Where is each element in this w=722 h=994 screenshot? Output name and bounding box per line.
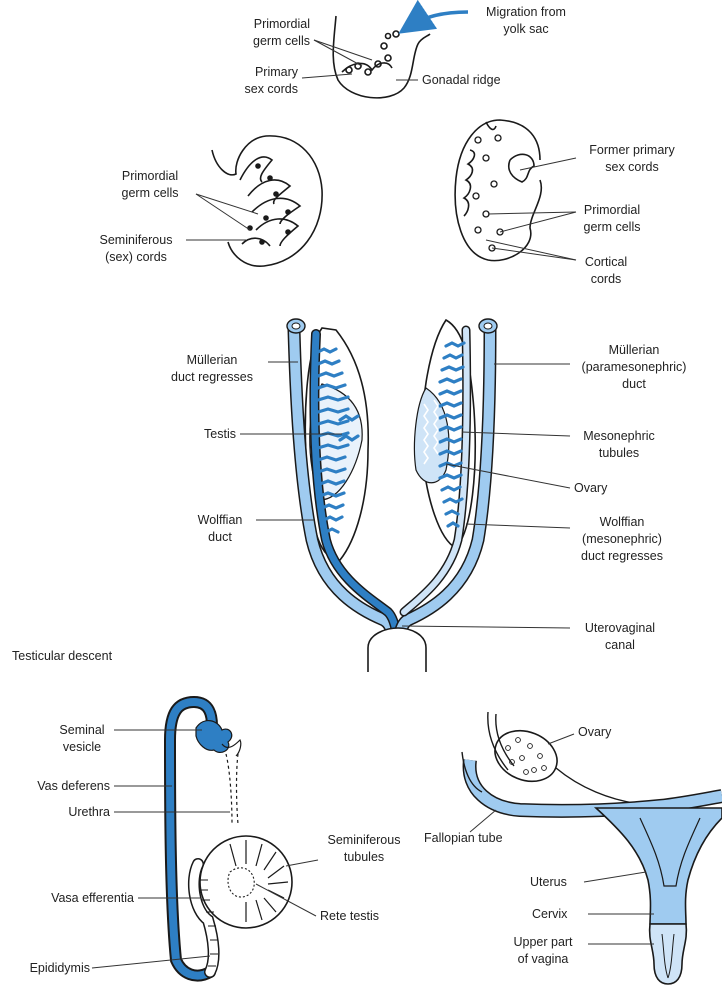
label-seminal-vesicle: Seminal vesicle [50, 722, 114, 756]
label-male-primordial-germ-cells: Primordial germ cells [100, 168, 200, 202]
female-label-lines [486, 158, 576, 260]
top-label-lines [302, 40, 418, 80]
label-urethra: Urethra [10, 804, 110, 821]
label-vasa-efferentia: Vasa efferentia [4, 890, 134, 907]
label-seminiferous-sex-cords: Seminiferous (sex) cords [86, 232, 186, 266]
label-cervix: Cervix [532, 906, 567, 923]
third-panel-label-lines [240, 362, 570, 628]
label-top-primordial-germ-cells: Primordial germ cells [214, 16, 310, 50]
male-gonad [212, 136, 322, 266]
section-title-testicular-descent: Testicular descent [12, 648, 112, 665]
label-mesonephric-tubules: Mesonephric tubules [572, 428, 666, 462]
male-tract [170, 702, 292, 976]
label-rete-testis: Rete testis [320, 908, 379, 925]
label-mullerian-paramesonephric-duct: Müllerian (paramesonephric) duct [572, 342, 696, 393]
label-primary-sex-cords: Primary sex cords [214, 64, 298, 98]
label-mullerian-duct-regresses: Müllerian duct regresses [156, 352, 268, 386]
label-uterovaginal-canal: Uterovaginal canal [572, 620, 668, 654]
label-ovary-bottom: Ovary [578, 724, 611, 741]
duct-systems [287, 319, 497, 672]
label-migration-from-yolk-sac: Migration from yolk sac [466, 4, 586, 38]
label-wolffian-duct: Wolffian duct [186, 512, 254, 546]
female-gonad [455, 120, 541, 261]
male-tract-label-lines [92, 730, 318, 968]
label-wolffian-mesonephric-regresses: Wolffian (mesonephric) duct regresses [570, 514, 674, 565]
label-epididymis: Epididymis [4, 960, 90, 977]
label-uterus: Uterus [530, 874, 567, 891]
label-gonadal-ridge: Gonadal ridge [422, 72, 501, 89]
label-female-primordial-germ-cells: Primordial germ cells [574, 202, 650, 236]
label-testis: Testis [180, 426, 236, 443]
label-fallopian-tube: Fallopian tube [424, 830, 503, 847]
migration-arrow-icon [410, 12, 468, 26]
label-upper-part-of-vagina: Upper part of vagina [500, 934, 586, 968]
label-vas-deferens: Vas deferens [10, 778, 110, 795]
indifferent-gonad [333, 16, 430, 98]
label-cortical-cords: Cortical cords [574, 254, 638, 288]
label-former-primary-sex-cords: Former primary sex cords [572, 142, 692, 176]
label-ovary-third: Ovary [574, 480, 607, 497]
label-seminiferous-tubules: Seminiferous tubules [314, 832, 414, 866]
